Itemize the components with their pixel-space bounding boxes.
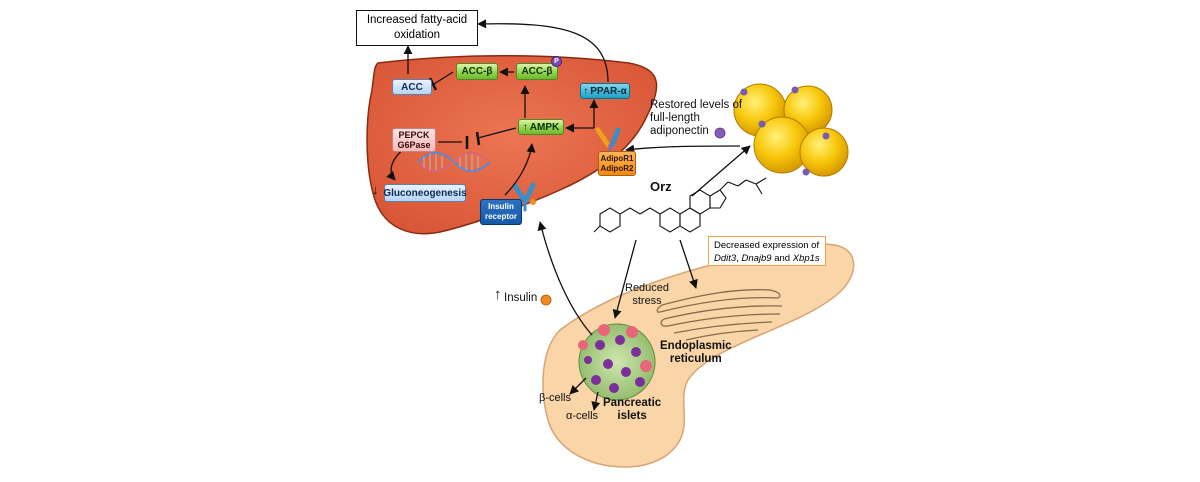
gene-sep1: ,	[736, 252, 742, 264]
phospho-label: P	[554, 58, 559, 65]
pepck-label: PEPCK	[398, 129, 430, 140]
reduced-stress-line2: stress	[632, 294, 662, 307]
ampk-label: AMPK	[529, 121, 560, 133]
adiponectin-line2: full-length	[650, 112, 700, 125]
insulin-bound-dot	[530, 199, 536, 205]
alpha-cells-label: α-cells	[566, 410, 599, 422]
gene-ddit3: Ddit3	[714, 252, 737, 264]
ampk-box: ↑ AMPK	[518, 119, 564, 135]
gluconeogenesis-box: Gluconeogenesis	[383, 184, 467, 202]
insulin-receptor-label-1: Insulin	[488, 202, 514, 212]
acc-box: ACC	[392, 79, 432, 95]
ppar-alpha-box: ↑ PPAR-α	[580, 83, 630, 99]
adiponectin-line1: Restored levels of	[650, 99, 743, 111]
gene-dnajb9: Dnajb9	[741, 252, 772, 264]
insulin-dot	[540, 294, 552, 306]
insulin-receptor-label-2: receptor	[484, 212, 517, 221]
fatty-acid-line2: oxidation	[393, 29, 441, 41]
acc-beta-box-2: ACC-β	[516, 63, 558, 80]
gluconeogenesis-down-arrow-icon: ↓	[372, 182, 379, 197]
orz-label: Orz	[650, 179, 672, 194]
acc-beta-label-1: ACC-β	[461, 66, 493, 77]
ppar-up-arrow-icon: ↑	[583, 85, 589, 97]
gene-expression-line1: Decreased expression of	[714, 240, 820, 251]
orz-molecule-icon	[593, 177, 767, 233]
acc-beta-label-2: ACC-β	[521, 66, 553, 77]
reduced-stress-label: Reduced stress	[625, 282, 669, 307]
gene-expression-box: Decreased expression of Ddit3, Dnajb9 an…	[708, 236, 826, 266]
adipor-box: AdipoR1 AdipoR2	[598, 151, 636, 176]
er-line1: Endoplasmic	[660, 340, 732, 352]
pancreatic-islet-icon	[578, 323, 656, 401]
fatty-acid-line1: Increased fatty-acid	[366, 14, 468, 27]
adiponectin-dot	[714, 127, 726, 139]
pepck-g6pase-box: PEPCK G6Pase	[392, 128, 436, 152]
pancreatic-islets-label: Pancreatic islets	[603, 397, 661, 423]
acc-beta-box-1: ACC-β	[456, 63, 498, 80]
acc-label: ACC	[401, 81, 423, 93]
insulin-up-arrow-icon: ↑	[494, 286, 502, 303]
pathway-arrows	[386, 19, 751, 411]
er-label: Endoplasmic reticulum	[660, 340, 732, 366]
gluconeogenesis-label: Gluconeogenesis	[383, 187, 467, 199]
insulin-label: Insulin	[504, 292, 538, 304]
ampk-up-arrow-icon: ↑	[522, 121, 528, 133]
islets-line2: islets	[617, 410, 647, 423]
insulin-receptor-box: Insulin receptor	[480, 199, 522, 225]
adiponectin-label: Restored levels of full-length adiponect…	[650, 99, 742, 139]
adipor2-label: AdipoR2	[600, 163, 634, 173]
adipocytes-icon	[733, 83, 849, 177]
fatty-acid-oxidation-box: Increased fatty-acid oxidation	[356, 10, 478, 46]
dna-helix-icon	[417, 152, 491, 172]
adipor1-label: AdipoR1	[600, 153, 634, 163]
endoplasmic-reticulum-icon	[656, 289, 783, 341]
phospho-badge: P	[551, 56, 562, 67]
gene-sep2: and	[771, 252, 793, 264]
islets-line1: Pancreatic	[603, 397, 662, 409]
reduced-stress-line1: Reduced	[625, 282, 670, 294]
gene-xbp1s: Xbp1s	[792, 252, 820, 264]
insulin-receptor-icon	[512, 182, 536, 212]
gene-expression-line2: Ddit3, Dnajb9 and Xbp1s	[714, 253, 820, 266]
adiponectin-line3: adiponectin	[650, 125, 709, 138]
g6pase-label: G6Pase	[397, 140, 431, 150]
beta-cells-label: β-cells	[539, 392, 571, 404]
ppar-label: PPAR-α	[590, 85, 627, 97]
er-line2: reticulum	[669, 353, 722, 366]
